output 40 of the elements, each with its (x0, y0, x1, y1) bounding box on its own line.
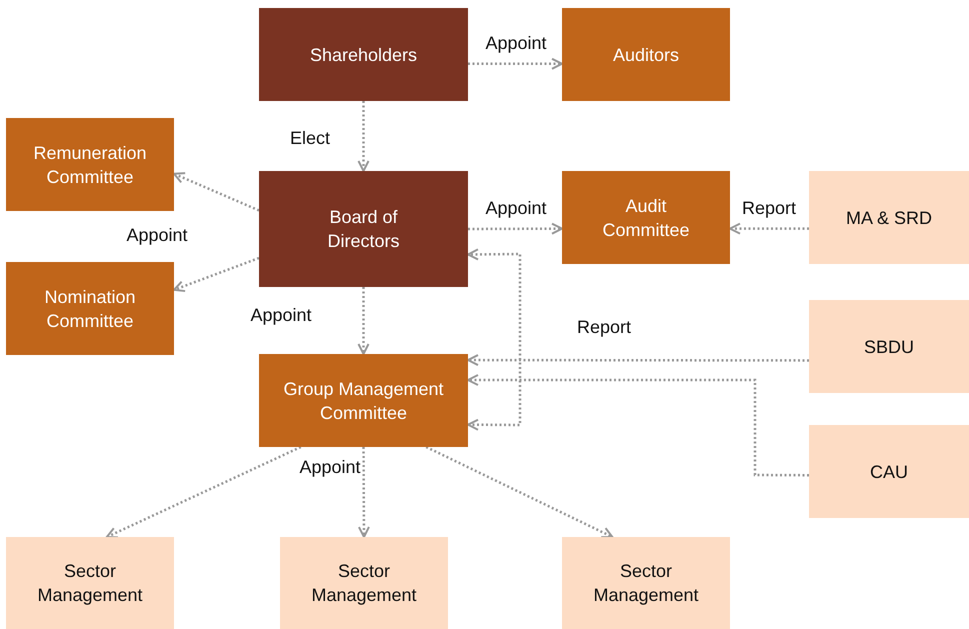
node-label: Sector Management (310, 560, 418, 607)
dotted-arrow (468, 222, 563, 235)
committee-box (562, 171, 730, 264)
dotted-arrow (358, 287, 370, 355)
node-label: MA & SRD (846, 206, 932, 230)
annotation-label: Appoint (297, 456, 363, 478)
dotted-arrow (173, 256, 260, 292)
node-label: CAU (870, 460, 908, 484)
dotted-arrow (729, 222, 809, 235)
unit-box (809, 425, 969, 518)
unit-box (809, 300, 969, 393)
governing-body-box (259, 171, 468, 287)
node-label: Board of Directors (326, 206, 400, 253)
unit-box (6, 537, 174, 629)
dotted-arrow (467, 354, 809, 366)
node-label: Remuneration Committee (32, 142, 148, 188)
dotted-arrow (358, 101, 370, 172)
node-label: Auditors (612, 44, 680, 66)
committee-box (6, 118, 174, 211)
dotted-arrow (467, 248, 522, 431)
node-label: Shareholders (310, 44, 418, 66)
governing-body-box (259, 8, 468, 101)
node-label: Sector Management (592, 560, 700, 607)
unit-box (280, 537, 448, 629)
node-label: SBDU (864, 336, 914, 358)
committee-box (562, 8, 730, 101)
dotted-arrow (173, 172, 260, 212)
committee-box (6, 262, 174, 355)
node-label: Nomination Committee (43, 286, 137, 332)
node-label: Group Management Committee (282, 378, 445, 424)
dotted-arrow (426, 446, 614, 538)
committee-box (259, 354, 468, 447)
unit-box (562, 537, 730, 629)
dotted-arrow (467, 374, 809, 476)
dotted-arrow (106, 446, 302, 538)
unit-box (809, 171, 969, 264)
dotted-arrow (468, 58, 563, 70)
dotted-arrow (358, 447, 370, 538)
node-label: Sector Management (36, 560, 144, 607)
node-label: Audit Committee (601, 194, 691, 242)
